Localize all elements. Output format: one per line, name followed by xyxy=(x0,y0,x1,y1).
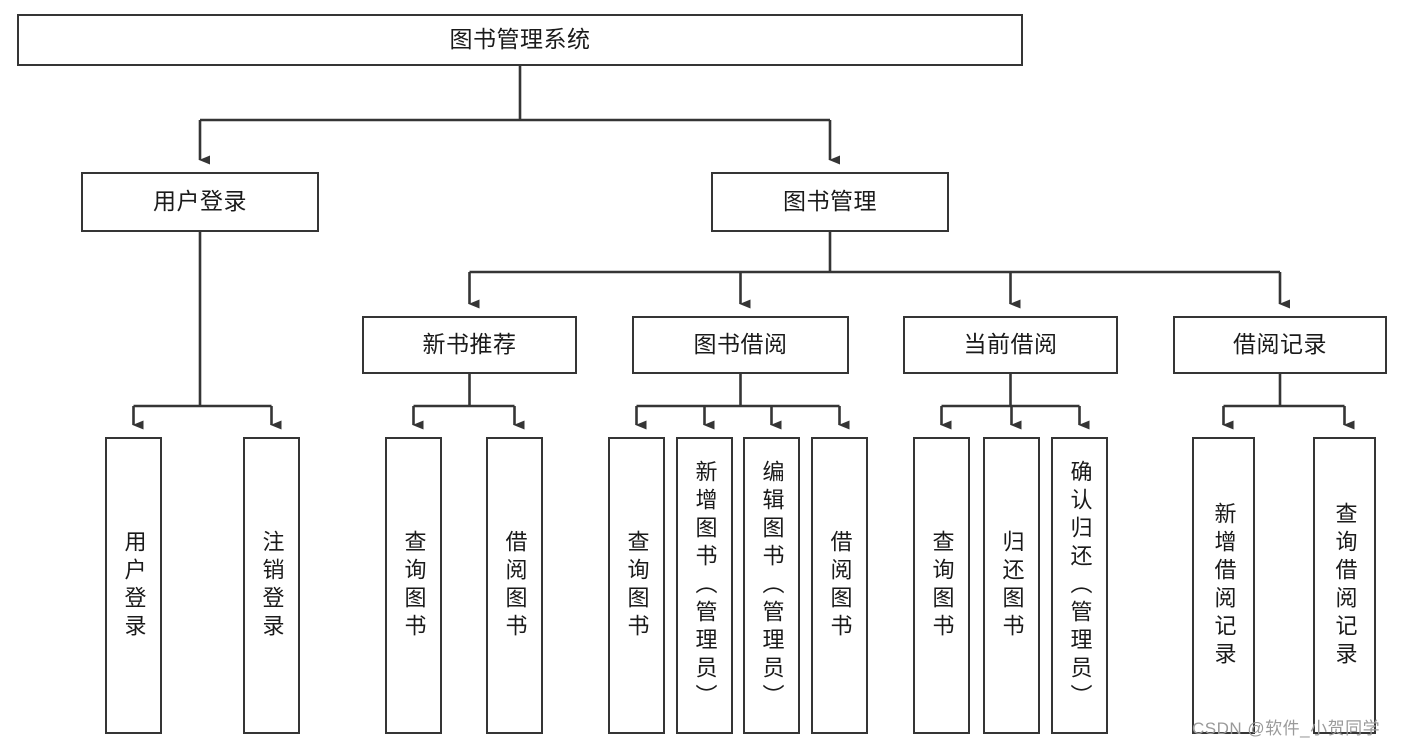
node-leaf-7-label: 编辑图书（管理员） xyxy=(759,459,785,712)
node-leaf-6-label: 新增图书（管理员） xyxy=(692,459,718,712)
node-level3-3[interactable]: 当前借阅 xyxy=(903,316,1118,374)
node-leaf-3-label: 查询图书 xyxy=(401,529,427,642)
node-leaf-11[interactable]: 确认归还（管理员） xyxy=(1051,437,1108,734)
node-leaf-8-label: 借阅图书 xyxy=(827,529,853,642)
node-level2-1[interactable]: 用户登录 xyxy=(81,172,319,232)
node-level3-4-label: 借阅记录 xyxy=(1233,331,1327,358)
node-leaf-5[interactable]: 查询图书 xyxy=(608,437,665,734)
node-level3-1[interactable]: 新书推荐 xyxy=(362,316,577,374)
node-leaf-10[interactable]: 归还图书 xyxy=(983,437,1040,734)
node-leaf-10-label: 归还图书 xyxy=(999,529,1025,642)
node-leaf-3[interactable]: 查询图书 xyxy=(385,437,442,734)
node-leaf-8[interactable]: 借阅图书 xyxy=(811,437,868,734)
node-level3-3-label: 当前借阅 xyxy=(963,331,1058,358)
node-leaf-13[interactable]: 查询借阅记录 xyxy=(1313,437,1376,734)
node-leaf-11-label: 确认归还（管理员） xyxy=(1067,459,1093,712)
node-leaf-2[interactable]: 注销登录 xyxy=(243,437,300,734)
node-leaf-12-label: 新增借阅记录 xyxy=(1211,501,1237,670)
node-leaf-4-label: 借阅图书 xyxy=(502,529,528,642)
node-leaf-5-label: 查询图书 xyxy=(624,529,650,642)
node-level2-2[interactable]: 图书管理 xyxy=(711,172,949,232)
csdn-watermark: CSDN @软件_小贺同学 xyxy=(1192,719,1381,738)
node-leaf-7[interactable]: 编辑图书（管理员） xyxy=(743,437,800,734)
node-leaf-1-label: 用户登录 xyxy=(121,529,147,642)
node-level2-1-label: 用户登录 xyxy=(153,188,247,215)
node-leaf-9-label: 查询图书 xyxy=(929,529,955,642)
node-level3-2[interactable]: 图书借阅 xyxy=(632,316,849,374)
node-root-label: 图书管理系统 xyxy=(449,26,591,53)
node-level3-4[interactable]: 借阅记录 xyxy=(1173,316,1387,374)
node-leaf-2-label: 注销登录 xyxy=(259,529,285,642)
node-leaf-1[interactable]: 用户登录 xyxy=(105,437,162,734)
node-leaf-4[interactable]: 借阅图书 xyxy=(486,437,543,734)
node-level3-1-label: 新书推荐 xyxy=(422,331,517,358)
node-leaf-6[interactable]: 新增图书（管理员） xyxy=(676,437,733,734)
node-leaf-9[interactable]: 查询图书 xyxy=(913,437,970,734)
node-root[interactable]: 图书管理系统 xyxy=(17,14,1023,66)
node-level3-2-label: 图书借阅 xyxy=(693,331,788,358)
node-leaf-12[interactable]: 新增借阅记录 xyxy=(1192,437,1255,734)
node-leaf-13-label: 查询借阅记录 xyxy=(1332,501,1358,670)
node-level2-2-label: 图书管理 xyxy=(783,188,877,215)
